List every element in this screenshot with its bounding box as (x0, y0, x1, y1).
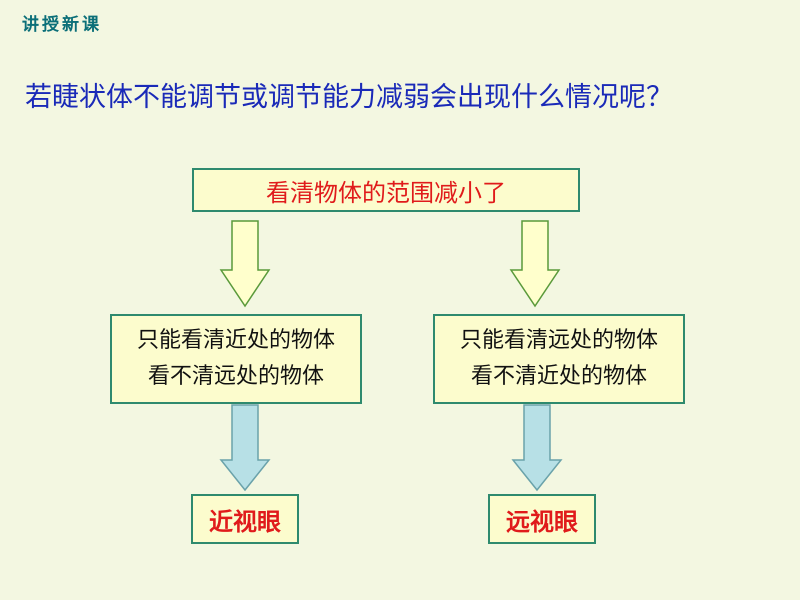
blue-arrow-right (511, 404, 563, 492)
top-box: 看清物体的范围减小了 (192, 168, 580, 212)
right-result-text: 远视眼 (506, 507, 578, 536)
left-result-box: 近视眼 (191, 494, 299, 544)
yellow-arrow-left (219, 220, 271, 308)
right-condition-box: 只能看清远处的物体 看不清近处的物体 (433, 314, 685, 404)
right-result-box: 远视眼 (488, 494, 596, 544)
left-condition-box: 只能看清近处的物体 看不清远处的物体 (110, 314, 362, 404)
right-condition-line2: 看不清近处的物体 (470, 364, 647, 389)
left-condition-line2: 看不清远处的物体 (147, 364, 324, 389)
left-result-text: 近视眼 (209, 507, 281, 536)
question-text: 若睫状体不能调节或调节能力减弱会出现什么情况呢？ (25, 82, 673, 113)
blue-arrow-left (219, 404, 271, 492)
right-condition-line1: 只能看清远处的物体 (459, 328, 658, 353)
left-condition-line1: 只能看清近处的物体 (136, 328, 335, 353)
top-box-text: 看清物体的范围减小了 (266, 178, 506, 207)
section-header: 讲授新课 (22, 15, 102, 35)
yellow-arrow-right (509, 220, 561, 308)
